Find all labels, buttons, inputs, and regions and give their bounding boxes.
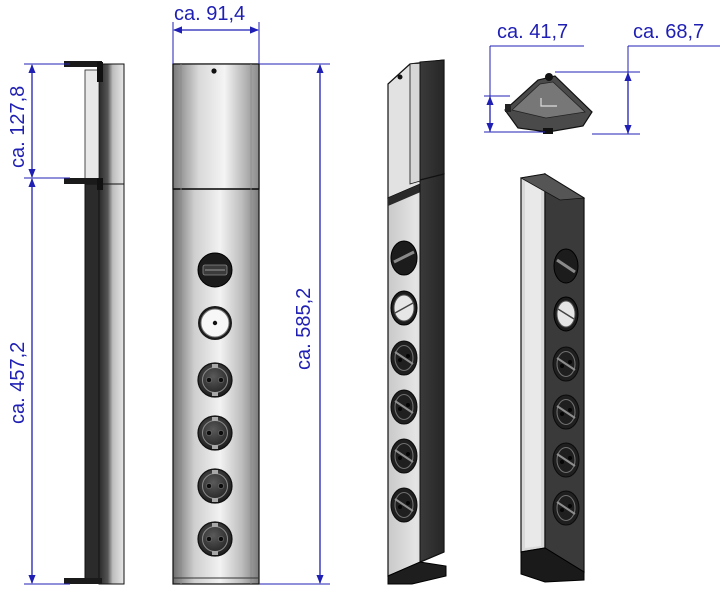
dimension-front: ca. 91,4 ca. 585,2 [172, 3, 330, 585]
dimension-label-profile-height: ca. 41,7 [497, 21, 568, 43]
dimension-profile: ca. 41,7 ca. 68,7 [484, 21, 720, 135]
mounting-bracket-top [64, 61, 102, 67]
mounting-bracket-middle [64, 178, 102, 184]
mounting-bracket-bottom [64, 578, 102, 584]
isometric-view-right [519, 172, 586, 583]
profile-view [504, 73, 593, 134]
dimension-label-bottom-length: ca. 457,2 [7, 342, 29, 424]
indicator-lamp [198, 306, 232, 340]
front-view-cap [172, 63, 260, 190]
dimension-side: ca. 127,8 ca. 457,2 [7, 63, 70, 585]
socket-outlet-1 [197, 362, 233, 398]
dimension-label-profile-width: ca. 68,7 [633, 21, 704, 43]
socket-outlet-3 [197, 468, 233, 504]
dimension-label-width: ca. 91,4 [174, 3, 245, 25]
socket-outlet-4 [197, 521, 233, 557]
dimension-label-top-length: ca. 127,8 [7, 86, 29, 168]
power-switch [197, 252, 233, 288]
side-view [64, 61, 125, 585]
isometric-view-left [387, 59, 447, 585]
socket-outlet-2 [197, 415, 233, 451]
dimension-label-total-length: ca. 585,2 [293, 288, 315, 370]
front-view [172, 63, 260, 585]
side-view-bottom-part [98, 183, 125, 585]
